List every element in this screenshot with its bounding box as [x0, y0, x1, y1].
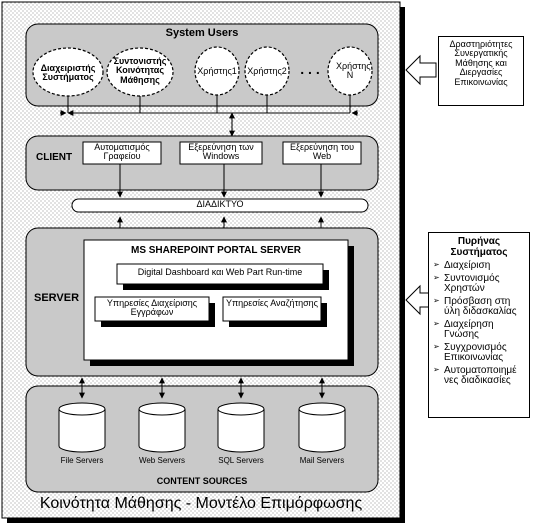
- core-item-knowledge: Διαχείρηση Γνώσης: [433, 319, 526, 341]
- web-servers-cylinder: [138, 402, 186, 453]
- mail-servers-cylinder: [298, 402, 346, 453]
- footer-title: Κοινότητα Μάθησης - Μοντέλο Επιμόρφωσης: [39, 495, 363, 512]
- activities-note-text: Δραστηριότητες Συνεργατικής Μάθησης και …: [449, 39, 513, 87]
- core-item-sync: Συγχρονισμός Επικοινωνίας: [433, 342, 526, 364]
- file-servers-cylinder: [58, 402, 106, 453]
- system-core-box: Πυρήνας Συστήματος Διαχείριση Συντονισμό…: [428, 232, 530, 418]
- source-cylinders: [58, 402, 346, 453]
- user-bus: [68, 95, 351, 137]
- client-label: CLIENT: [36, 152, 73, 163]
- internet-label: ΔΙΑΔΙΚΤΥΟ: [196, 199, 244, 209]
- client-app-box-3: [282, 141, 362, 165]
- client-internet-links: [117, 164, 324, 198]
- dashboard-box: [116, 263, 324, 285]
- internet-pill: [71, 198, 369, 213]
- core-item-management: Διαχείριση: [433, 260, 526, 272]
- client-app-windows: Εξερεύνηση των Windows: [188, 142, 254, 162]
- core-item-automation: Αυτοματοποιημέ νες διαδικασίες: [433, 365, 526, 387]
- file-servers-label: File Servers: [60, 456, 104, 465]
- system-users-title: System Users: [165, 27, 239, 39]
- sql-servers-label: SQL Servers: [218, 456, 264, 465]
- web-servers-label: Web Servers: [138, 456, 186, 465]
- core-item-material-access: Πρόσβαση στη ύλη διδασκαλίας: [433, 296, 526, 318]
- admin-role-label: Διαχειριστής Συστήματος: [40, 63, 96, 83]
- content-sources-panel: [25, 385, 379, 493]
- user2-label: Χρήστης2: [247, 66, 287, 76]
- core-item-coordination: Συντονισμός Χρηστών: [433, 273, 526, 295]
- client-app-box-1: [82, 141, 162, 165]
- document-services-box: [94, 296, 210, 322]
- sql-servers-cylinder: [217, 402, 265, 453]
- search-services-box: [222, 296, 322, 322]
- server-label: SERVER: [34, 292, 80, 304]
- activities-arrow: [405, 54, 437, 86]
- user1-label: Χρήστης1: [197, 66, 237, 76]
- document-services-label: Υπηρεσίες Διαχείρισης Εγγράφων: [106, 298, 198, 318]
- client-app-web: Εξερεύνηση του Web: [289, 142, 355, 162]
- coordinator-role-label: Συντονιστής Κοινότητας Μάθησης: [113, 56, 167, 85]
- client-app-box-2: [179, 141, 263, 165]
- mail-servers-label: Mail Servers: [299, 456, 345, 465]
- system-core-list: Διαχείριση Συντονισμός Χρηστών Πρόσβαση …: [429, 260, 529, 387]
- content-sources-label: CONTENT SOURCES: [156, 476, 248, 486]
- userN-label: Χρήστης Ν: [336, 61, 371, 81]
- portal-title: MS SHAREPOINT PORTAL SERVER: [130, 245, 302, 256]
- server-sources-links: [79, 377, 325, 399]
- dashboard-label: Digital Dashboard και Web Part Run-time: [137, 267, 303, 277]
- client-app-office: Αυτοματισμός Γραφείου: [94, 142, 150, 162]
- system-core-title: Πυρήνας Συστήματος: [450, 236, 508, 258]
- coordinator-cloud: [106, 47, 174, 97]
- activities-note-box: Δραστηριότητες Συνεργατικής Μάθησης και …: [438, 36, 524, 106]
- users-ellipsis: . . .: [300, 61, 320, 77]
- search-services-label: Υπηρεσίες Αναζήτησης: [225, 298, 319, 308]
